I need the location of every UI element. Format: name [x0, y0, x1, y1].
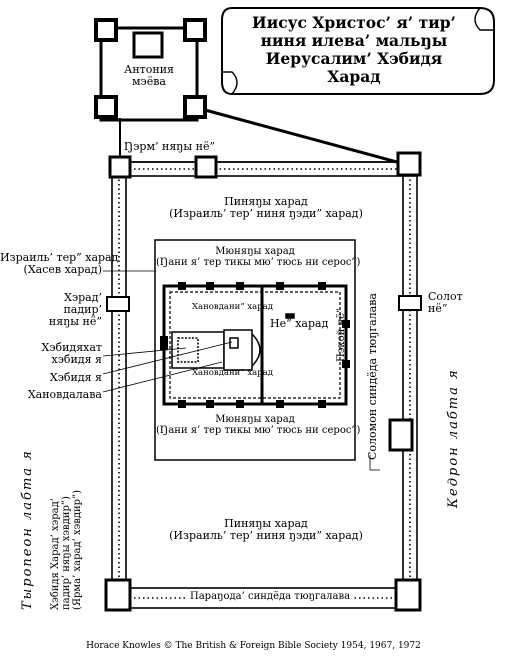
label-antonia: Антония мэёва: [124, 63, 174, 88]
label-women-court: Не” харад: [270, 317, 329, 330]
label-kidron: Кедрон лабта я: [446, 368, 461, 508]
label-court-gentiles-top: Пиняŋы харад (Израиль’ тер’ ниня ŋэди” х…: [169, 195, 363, 220]
israel-court-boundary: [154, 239, 356, 461]
title-line-3: Иерусалим’ Хэбидя Харад: [265, 49, 443, 86]
antonia-fortress: [94, 18, 207, 122]
label-golden-gate: Солот нё”: [428, 290, 463, 315]
label-inner-court-top: Мюняŋы харад (Ŋани я’ тер тикы мю’ тюсь …: [156, 246, 361, 268]
title-line-2: ниня илева’ мальŋы: [260, 31, 448, 50]
label-holy-place: Хэбидя я: [49, 371, 102, 384]
label-beautiful-gate: Пэкой нё”: [336, 307, 347, 362]
golden-gate: [398, 295, 422, 311]
label-priests-court-bottom: Хановдани” харад: [192, 368, 273, 378]
label-priests-court-top: Хановдани” харад: [192, 302, 273, 312]
sanctuary: [171, 313, 295, 371]
label-west-stairs: Хэбидя Харад’ хэрад’ падир’ няŋы хэвдир”…: [50, 489, 83, 610]
label-west-gate: Хэрад’ падир’ няŋы нё”: [48, 291, 102, 328]
label-solomon-porch: Соломон синдёда тюŋгалава: [366, 293, 379, 460]
title-banner: [221, 7, 495, 95]
pointer-lines: [102, 270, 380, 471]
label-holy-of-holies: Хэбидяхат хэбидя я: [41, 341, 102, 366]
label-israel-court: Израиль’ тер” харад (Хасев харад): [0, 251, 119, 276]
label-tyropoeon: Тыропеон лабта я: [20, 449, 35, 610]
label-royal-porch: Параŋода’ синдёда тюŋгалава: [188, 591, 353, 602]
north-connector-wall: [204, 108, 409, 167]
credit-line: Horace Knowles © The British & Foreign B…: [86, 641, 421, 651]
label-altar: Хановдалава: [27, 388, 102, 401]
west-gate: [106, 296, 130, 312]
title-line-1: Иисус Христос’ я’ тир’: [252, 13, 456, 32]
label-north-gate: Ŋэрм’ няŋы нё”: [124, 140, 216, 153]
inner-gates: [160, 282, 350, 408]
wall-towers: [104, 151, 422, 612]
title: Иисус Христос’ я’ тир’ ниня илева’ мальŋ…: [238, 14, 470, 86]
label-court-gentiles-bottom: Пиняŋы харад (Израиль’ тер’ ниня ŋэди” х…: [169, 517, 363, 542]
label-inner-court-bottom: Мюняŋы харад (Ŋани я’ тер тикы мю’ тюсь …: [156, 414, 361, 436]
